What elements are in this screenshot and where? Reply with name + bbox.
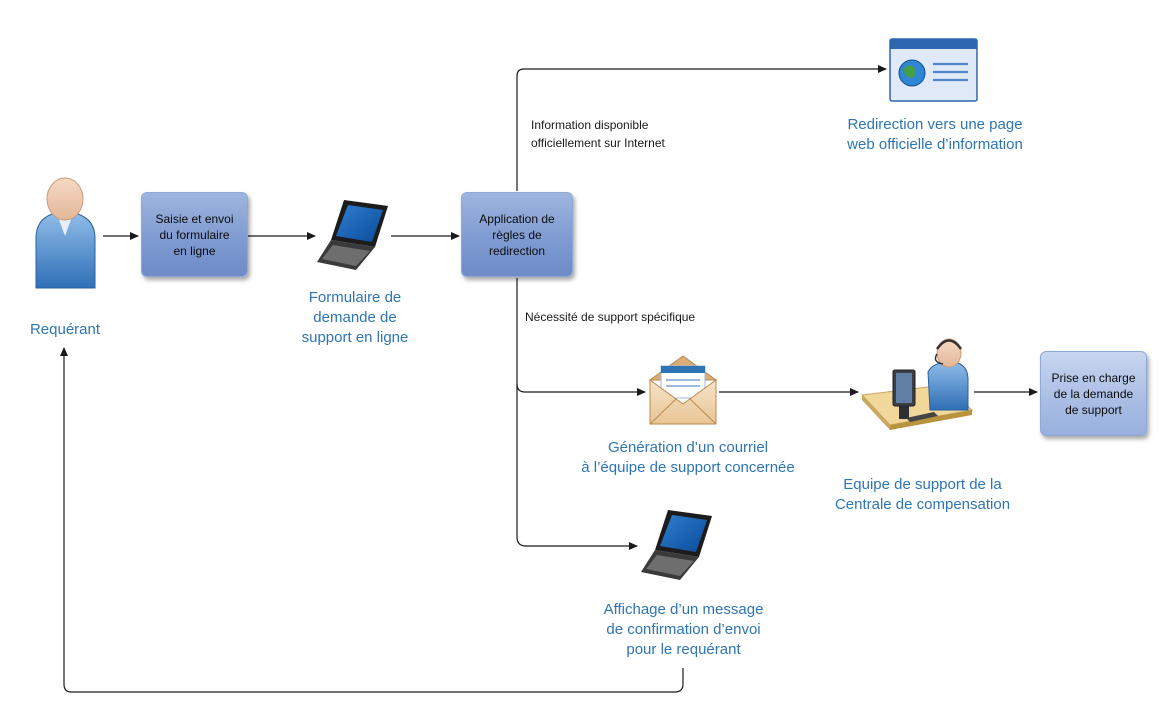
email-caption: Génération d’un courriel à l’équipe de s…: [581, 439, 795, 476]
support-team-caption: Equipe de support de la Centrale de comp…: [834, 476, 1011, 513]
laptop-icon: [641, 510, 712, 580]
requester-caption: Requérant: [29, 321, 101, 338]
support-agent-icon: [860, 338, 974, 430]
web-page-caption: Redirection vers une page web officielle…: [847, 116, 1023, 153]
laptop-icon: [317, 200, 388, 270]
user-icon: [35, 177, 96, 289]
edge-label-info-online: Information disponible officiellement su…: [531, 118, 665, 150]
web-page-icon: [889, 38, 978, 102]
edge-to-email: [516, 383, 646, 396]
edge-rules-to-branches: [516, 278, 638, 550]
online-form-caption: Formulaire de demande de support en lign…: [301, 289, 409, 346]
edge-label-specific-support: Nécessité de support spécifique: [525, 310, 696, 324]
process-redirection-rules: Application de règles de redirection: [461, 192, 573, 277]
edge-rules-to-webpage: [516, 65, 887, 191]
envelope-icon: [648, 355, 718, 425]
process-form-submission: Saisie et envoi du formulaire en ligne: [141, 192, 248, 277]
confirmation-caption: Affichage d’un message de confirmation d…: [603, 601, 764, 658]
edge-confirmation-to-requester: [60, 347, 684, 693]
process-support-handling: Prise en charge de la demande de support: [1040, 351, 1147, 436]
